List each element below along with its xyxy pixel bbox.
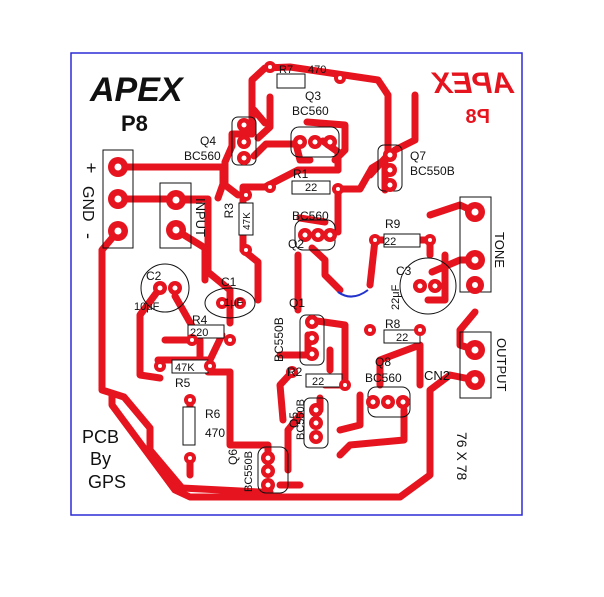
output-label: OUTPUT (494, 338, 509, 392)
jumper-wire (337, 289, 369, 298)
q6-value: BC550B (243, 451, 255, 492)
q8-value: BC560 (365, 371, 402, 385)
c3-value: 22μF (390, 284, 402, 310)
r8-ref: R8 (385, 317, 401, 331)
brand-title-mirrored: APEX (430, 67, 515, 100)
c1-ref: C1 (221, 275, 237, 289)
r2-ref: R2 (287, 365, 303, 379)
q4-value: BC560 (184, 149, 221, 163)
r6-value: 470 (205, 426, 225, 440)
q4-ref: Q4 (200, 134, 216, 148)
power-minus-label: - (79, 233, 99, 239)
q5-value: BC550B (295, 399, 307, 440)
r5-ref: R5 (175, 376, 191, 390)
r7-value: 470 (308, 64, 326, 76)
credit-line-1: PCB (82, 427, 119, 447)
q1-value: BC550B (272, 317, 286, 362)
q6-ref: Q6 (226, 449, 240, 465)
c3-ref: C3 (396, 264, 412, 278)
power-gnd-label: GND (79, 186, 96, 222)
credit-line-3: GPS (88, 472, 126, 492)
q8-ref: Q8 (375, 355, 391, 369)
r9-value: 22 (384, 236, 396, 248)
r3-value: 47K (242, 212, 253, 230)
c2-ref: C2 (146, 269, 162, 283)
q2-ref: Q2 (288, 237, 304, 251)
q3-ref: Q3 (305, 89, 321, 103)
q1-ref: Q1 (289, 296, 305, 310)
tone-label: TONE (492, 232, 507, 268)
q2-value: BC560 (292, 209, 329, 223)
r1-ref: R1 (293, 167, 309, 181)
credit-line-2: By (90, 449, 111, 469)
power-plus-label: + (86, 158, 97, 178)
r7-ref: R7 (279, 64, 293, 76)
r9-ref: R9 (385, 217, 401, 231)
board-size-note: 76 X 78 (454, 432, 470, 480)
r1-value: 22 (305, 182, 317, 194)
brand-model: P8 (121, 111, 148, 136)
c1-value: 1μF (224, 297, 243, 309)
brand-title: APEX (89, 71, 185, 109)
brand-model-mirrored: P8 (466, 106, 490, 128)
r2-value: 22 (312, 376, 324, 388)
r6-ref: R6 (205, 407, 221, 421)
q7-value: BC550B (410, 164, 455, 178)
q3-value: BC560 (292, 104, 329, 118)
r8-value: 22 (396, 332, 408, 344)
c2-value: 10μF (134, 301, 160, 313)
r4-value: 220 (190, 327, 208, 339)
copper-pads (108, 61, 485, 492)
r3-ref: R3 (222, 203, 236, 219)
cn2-label: CN2 (424, 368, 450, 383)
q5-ref: Q5 (287, 412, 301, 428)
input-label: INPUT (193, 198, 208, 237)
r4-ref: R4 (192, 313, 208, 327)
r-47k-value: 47K (175, 362, 195, 374)
q7-ref: Q7 (410, 149, 426, 163)
component-outlines (102, 73, 492, 494)
